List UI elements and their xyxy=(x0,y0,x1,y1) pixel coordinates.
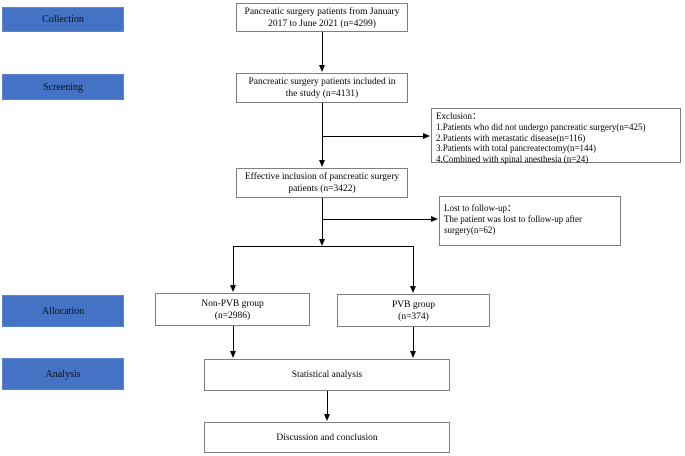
note-title: Exclusion： xyxy=(436,111,481,121)
node-text: Pancreatic surgery patients from January… xyxy=(244,6,400,29)
node-text: Non-PVB group xyxy=(201,298,264,309)
arrowhead-down-icon xyxy=(319,160,325,167)
stage-label-text: Screening xyxy=(43,81,83,93)
note-item: 4.Combined with spinal anesthesia (n=24) xyxy=(436,154,589,165)
connector-pool-included xyxy=(322,32,323,66)
node-patient-pool: Pancreatic surgery patients from January… xyxy=(236,3,408,32)
node-text: Discussion and conclusion xyxy=(276,432,378,443)
connector-split-bar xyxy=(233,246,414,247)
stage-label-screening: Screening xyxy=(2,74,124,100)
node-discussion-conclusion: Discussion and conclusion xyxy=(204,422,450,453)
note-exclusion: Exclusion： 1.Patients who did not underg… xyxy=(431,108,681,165)
connector-stat-discussion xyxy=(327,391,328,415)
arrowhead-right-icon xyxy=(423,133,430,139)
arrowhead-down-icon xyxy=(410,351,416,358)
node-statistical-analysis: Statistical analysis xyxy=(204,359,450,391)
arrowhead-down-icon xyxy=(230,285,236,292)
stage-label-text: Collection xyxy=(42,14,84,25)
stage-label-collection: Collection xyxy=(2,7,124,32)
arrowhead-down-icon xyxy=(324,414,330,421)
connector-to-lost xyxy=(322,219,432,220)
stage-label-text: Allocation xyxy=(41,305,85,317)
node-text: Statistical analysis xyxy=(291,370,363,380)
node-text: PVB group xyxy=(391,299,436,310)
connector-included-effective xyxy=(322,103,323,161)
node-included: Pancreatic surgery patients included in … xyxy=(236,73,408,103)
node-text: Pancreatic surgery patients included in … xyxy=(248,77,396,99)
note-item: 3.Patients with total pancreatectomy(n=1… xyxy=(436,143,597,154)
note-item: 1.Patients who did not undergo pancreati… xyxy=(436,121,646,132)
connector-to-exclusion xyxy=(322,136,424,137)
note-body: The patient was lost to follow-up after … xyxy=(444,213,582,235)
node-non-pvb-group: Non-PVB group (n=2986) xyxy=(155,293,310,326)
connector-split-nonpvb xyxy=(233,246,234,286)
node-count: (n=374) xyxy=(398,311,429,322)
arrowhead-down-icon xyxy=(319,65,325,72)
note-title: Lost to follow-up： xyxy=(444,203,516,213)
arrowhead-down-icon xyxy=(230,351,236,358)
stage-label-analysis: Analysis xyxy=(2,358,124,390)
node-count: (n=2986) xyxy=(214,310,251,321)
connector-nonpvb-stat xyxy=(233,326,234,352)
arrowhead-right-icon xyxy=(431,216,438,222)
arrowhead-down-icon xyxy=(410,286,416,293)
connector-split-pvb xyxy=(413,246,414,287)
arrowhead-down-icon xyxy=(319,239,325,246)
node-effective-inclusion: Effective inclusion of pancreatic surger… xyxy=(236,168,408,198)
note-lost-to-follow-up: Lost to follow-up： The patient was lost … xyxy=(439,196,621,246)
stage-label-text: Analysis xyxy=(45,368,81,380)
stage-label-allocation: Allocation xyxy=(2,295,124,327)
note-item: 2.Patients with metastatic disease(n=116… xyxy=(436,132,586,143)
connector-pvb-stat xyxy=(413,327,414,352)
node-text: Effective inclusion of pancreatic surger… xyxy=(244,172,400,194)
node-pvb-group: PVB group (n=374) xyxy=(337,294,490,327)
